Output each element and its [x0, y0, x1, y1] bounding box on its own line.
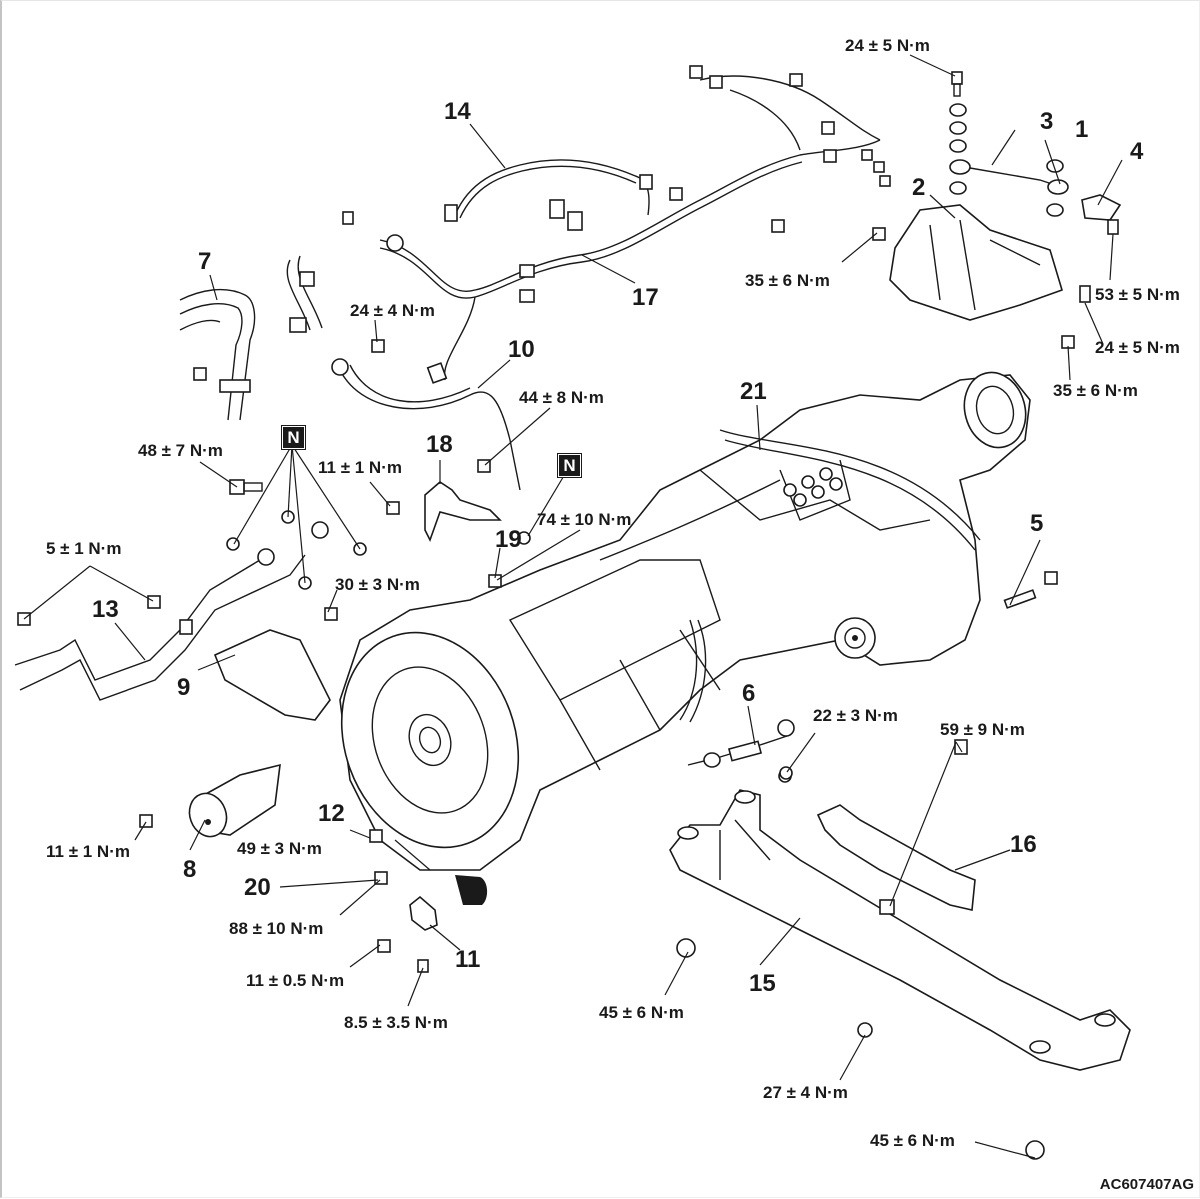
torque-spec: 53 ± 5 N·m [1095, 285, 1180, 304]
part-number-2: 2 [912, 174, 926, 201]
torque-spec: 27 ± 4 N·m [763, 1083, 848, 1102]
part-number-14: 14 [444, 98, 471, 125]
torque-spec: 49 ± 3 N·m [237, 839, 322, 858]
part-number-7: 7 [198, 248, 212, 275]
drawing-code: AC607407AG [1099, 1176, 1194, 1193]
torque-spec: 74 ± 10 N·m [537, 510, 632, 529]
part-number-11: 11 [455, 946, 481, 973]
leader-lines [23, 54, 1123, 1159]
transmission-assembly [339, 371, 1031, 871]
bracket-18 [424, 480, 502, 543]
bracket-9 [213, 629, 331, 721]
fasteners [17, 211, 1119, 1160]
torque-spec: 24 ± 5 N·m [845, 36, 930, 55]
starter-motor-8 [188, 763, 281, 838]
torque-spec: 48 ± 7 N·m [138, 441, 223, 460]
part-number-5: 5 [1030, 510, 1044, 537]
mount-plate-4 [1081, 194, 1122, 221]
part-number-19: 19 [495, 526, 522, 553]
torque-spec: 59 ± 9 N·m [940, 720, 1025, 739]
non-reusable-badge: N [281, 425, 306, 450]
non-reusable-badge: N [557, 453, 582, 478]
part-number-6: 6 [742, 680, 756, 707]
torque-spec: 5 ± 1 N·m [46, 539, 122, 558]
part-number-18: 18 [426, 431, 453, 458]
torque-spec: 11 ± 0.5 N·m [246, 971, 345, 990]
valve-body-bolts [783, 467, 843, 507]
part-number-20: 20 [244, 874, 271, 901]
torque-spec: 45 ± 6 N·m [599, 1003, 684, 1022]
direction-marker-icon [455, 875, 488, 905]
harness-14 [444, 159, 653, 222]
cover-11 [409, 895, 438, 931]
part-number-13: 13 [92, 596, 119, 623]
torque-spec: 24 ± 5 N·m [1095, 338, 1180, 357]
torque-spec: 35 ± 6 N·m [745, 271, 830, 290]
torque-spec: 11 ± 1 N·m [46, 842, 130, 861]
crossmember-15 [669, 789, 1131, 1071]
shift-cable-6 [687, 719, 795, 783]
part-number-15: 15 [749, 970, 776, 997]
part-number-8: 8 [183, 856, 197, 883]
part-number-9: 9 [177, 674, 191, 701]
harness-17 [286, 65, 891, 384]
torque-spec: 30 ± 3 N·m [335, 575, 420, 594]
part-number-4: 4 [1130, 138, 1144, 165]
torque-spec: 8.5 ± 3.5 N·m [344, 1013, 448, 1032]
torque-spec: 88 ± 10 N·m [229, 919, 324, 938]
part-number-3: 3 [1040, 108, 1054, 135]
part-number-16: 16 [1010, 831, 1037, 858]
part-number-10: 10 [508, 336, 535, 363]
oil-pipes-13 [14, 554, 306, 701]
part-number-17: 17 [632, 284, 659, 311]
torque-spec: 24 ± 4 N·m [350, 301, 435, 320]
part-number-12: 12 [318, 800, 345, 827]
oil-cooler-pipe-7 [179, 288, 256, 421]
mount-bracket-2 [889, 204, 1063, 321]
ground-strap-3 [949, 71, 1069, 217]
torque-spec: 44 ± 8 N·m [519, 388, 604, 407]
rear-mount-16 [816, 804, 976, 911]
torque-spec: 45 ± 6 N·m [870, 1131, 955, 1150]
part-number-1: 1 [1075, 116, 1089, 143]
dipstick-tube-10 [339, 364, 521, 491]
torque-spec: 22 ± 3 N·m [813, 706, 898, 725]
torque-spec: 35 ± 6 N·m [1053, 381, 1138, 400]
part-number-21: 21 [740, 378, 767, 405]
torque-spec: 11 ± 1 N·m [318, 458, 402, 477]
